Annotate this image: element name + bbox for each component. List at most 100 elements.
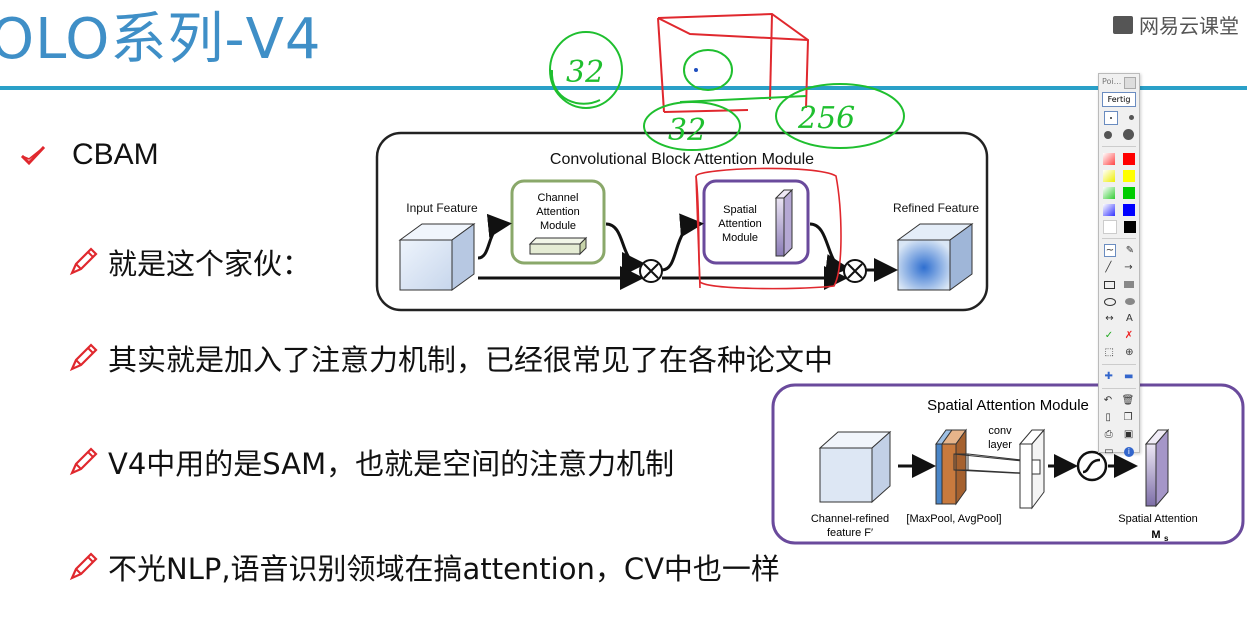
copy-icon[interactable]: ❐ — [1123, 412, 1133, 423]
tool-row-11: ⎙ ▣ — [1099, 426, 1139, 443]
pen-size-small-icon[interactable] — [1104, 110, 1119, 125]
color-green-swatch[interactable] — [1123, 186, 1135, 199]
red-highlight-stroke — [695, 175, 701, 289]
channel-label-2: Attention — [536, 206, 579, 218]
output-caption-1: Spatial Attention — [1118, 513, 1198, 525]
tool-row-6: ✓ ✗ — [1099, 327, 1139, 344]
pen-size-medium-icon[interactable] — [1128, 115, 1134, 120]
pen-size-xlarge-icon[interactable] — [1122, 129, 1134, 140]
trash-icon[interactable]: 🗑 — [1121, 395, 1135, 406]
print-icon[interactable]: ⎙ — [1104, 429, 1113, 440]
heading-text: CBAM — [72, 138, 159, 171]
color-yellow-swatch[interactable] — [1123, 169, 1135, 182]
toolbar-header[interactable]: Poi... — [1099, 74, 1139, 90]
new-page-icon[interactable]: ▯ — [1105, 412, 1111, 423]
conv-output-map — [1018, 428, 1046, 510]
bullet-text: 其实就是加入了注意力机制，已经很常见了在各种论文中 — [108, 343, 834, 377]
bullet-2: 其实就是加入了注意力机制，已经很常见了在各种论文中 — [66, 337, 833, 379]
color-row-yellow — [1099, 167, 1139, 184]
screen-icon[interactable]: ▭ — [1104, 446, 1114, 457]
bullet-text: 就是这个家伙： — [108, 247, 312, 281]
line-tool-icon[interactable]: ╱ — [1105, 262, 1112, 273]
undo-icon[interactable]: ↶ — [1103, 395, 1113, 406]
logo-icon — [1113, 15, 1133, 34]
tool-row-1: ~ ✎ — [1099, 242, 1139, 259]
pen-size-large-icon[interactable] — [1104, 130, 1113, 139]
filled-rectangle-tool-icon[interactable] — [1124, 281, 1135, 288]
checkmark-icon — [20, 145, 46, 166]
bullet-4: 不光NLP,语音识别领域在搞attention，CV中也一样 — [66, 546, 780, 588]
cross-stamp-icon[interactable]: ✗ — [1124, 330, 1134, 341]
color-light-green-swatch[interactable] — [1103, 186, 1115, 199]
cbam-diagram: Convolutional Block Attention Module Inp… — [375, 131, 989, 312]
green-circles — [549, 31, 905, 151]
done-button[interactable]: Fertig — [1102, 92, 1136, 107]
spatial-label-2: Attention — [718, 218, 761, 230]
color-black-swatch[interactable] — [1123, 220, 1136, 233]
color-light-yellow-swatch[interactable] — [1103, 169, 1115, 182]
pencil-icon — [69, 447, 98, 476]
heading-cbam: CBAM — [20, 138, 159, 172]
pencil-icon — [69, 343, 98, 372]
spatial-attention-map — [1144, 428, 1170, 508]
color-row-red — [1099, 150, 1139, 167]
spatial-label-1: Spatial — [723, 204, 757, 216]
tool-row-10: ▯ ❐ — [1099, 409, 1139, 426]
tool-row-2: ╱ → — [1099, 259, 1139, 276]
close-icon[interactable] — [1124, 77, 1136, 89]
toolbar-title: Poi... — [1102, 77, 1122, 86]
sam-title: Spatial Attention Module — [927, 397, 1089, 414]
color-light-blue-swatch[interactable] — [1103, 203, 1115, 216]
filled-ellipse-tool-icon[interactable] — [1124, 298, 1135, 305]
conv-label-2: layer — [988, 439, 1012, 451]
text-tool-icon[interactable]: A — [1125, 313, 1133, 324]
netease-logo: 网易云课堂 — [1113, 10, 1239, 39]
tool-row-8: ✚ ▬ — [1099, 368, 1139, 385]
pencil-icon — [69, 552, 98, 581]
plus-icon[interactable]: ✚ — [1104, 371, 1113, 382]
rectangle-tool-icon[interactable] — [1103, 280, 1115, 289]
sigmoid-node — [1076, 450, 1108, 482]
tool-row-12: ▭ i — [1099, 443, 1139, 460]
check-stamp-icon[interactable]: ✓ — [1104, 330, 1114, 341]
annotation-toolbar: Poi... Fertig ~ ✎ ╱ → — [1098, 73, 1140, 457]
pen-size-row-2 — [1099, 126, 1139, 143]
output-caption-subscript: s — [1164, 534, 1169, 543]
select-area-icon[interactable]: ⬚ — [1104, 347, 1114, 358]
tool-row-9: ↶ 🗑 — [1099, 392, 1139, 409]
cbam-title: Convolutional Block Attention Module — [550, 151, 814, 168]
pool-caption: [MaxPool, AvgPool] — [906, 513, 1001, 525]
minus-icon[interactable]: ▬ — [1124, 371, 1134, 382]
bullet-text: 不光NLP,语音识别领域在搞attention，CV中也一样 — [108, 552, 780, 586]
title-underline — [0, 86, 1247, 90]
save-icon[interactable]: ▣ — [1123, 429, 1134, 440]
input-caption-2: feature F′ — [827, 527, 873, 539]
red-cube-sketch — [657, 12, 810, 113]
pen-size-row-1 — [1099, 109, 1139, 126]
bullet-1: 就是这个家伙： — [66, 241, 311, 283]
multiply-node — [639, 259, 663, 283]
color-white-swatch[interactable] — [1102, 219, 1117, 234]
eraser-icon[interactable]: ✎ — [1125, 245, 1135, 256]
tool-row-3 — [1099, 276, 1139, 293]
color-row-blue — [1099, 201, 1139, 218]
color-light-red-swatch[interactable] — [1103, 152, 1115, 165]
color-red-swatch[interactable] — [1123, 152, 1135, 165]
tool-row-7: ⬚ ⊕ — [1099, 344, 1139, 361]
arrow-tool-icon[interactable]: → — [1124, 262, 1133, 273]
zoom-icon[interactable]: ⊕ — [1125, 347, 1134, 358]
refined-feature-label: Refined Feature — [893, 201, 979, 215]
channel-label-3: Module — [540, 220, 576, 232]
multiply-node — [843, 259, 867, 283]
input-feature-cube — [398, 223, 476, 291]
annotation-32-left: 32 — [566, 55, 604, 90]
color-blue-swatch[interactable] — [1123, 203, 1135, 216]
conv-label-1: conv — [988, 425, 1012, 437]
info-icon[interactable]: i — [1123, 446, 1134, 457]
color-row-green — [1099, 184, 1139, 201]
freehand-pen-icon[interactable]: ~ — [1103, 244, 1117, 257]
bullet-3: V4中用的是SAM，也就是空间的注意力机制 — [66, 441, 674, 483]
double-arrow-tool-icon[interactable]: ↔ — [1105, 313, 1114, 324]
ellipse-tool-icon[interactable] — [1103, 297, 1116, 306]
conv-kernel-lines — [953, 453, 1041, 475]
